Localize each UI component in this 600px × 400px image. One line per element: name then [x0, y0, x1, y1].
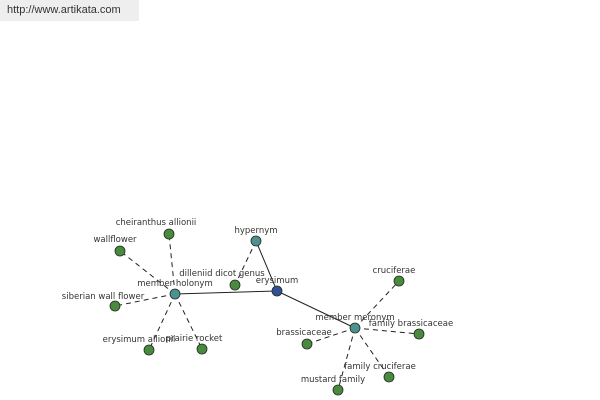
site-url-link[interactable]: http://www.artikata.com [0, 0, 139, 21]
label-member-meronym: member meronym [315, 313, 394, 323]
edge-member-holonym-wallflower [119, 250, 176, 295]
node-mustard-family[interactable] [332, 384, 344, 396]
label-cheiranthus-allionii: cheiranthus allionii [116, 218, 197, 228]
node-erysimum-allionii[interactable] [143, 344, 155, 356]
edge-member-holonym-erysimum-allionii [148, 293, 176, 351]
edge-member-meronym-family-brassicaceae [354, 327, 420, 335]
label-family-cruciferae: family cruciferae [344, 362, 416, 372]
graph-nodes [109, 228, 425, 396]
node-family-cruciferae[interactable] [383, 371, 395, 383]
node-member-holonym[interactable] [169, 288, 181, 300]
node-siberian-wall-flower[interactable] [109, 300, 121, 312]
label-siberian-wall-flower: siberian wall flower [62, 292, 145, 302]
node-cheiranthus-allionii[interactable] [163, 228, 175, 240]
node-member-meronym[interactable] [349, 322, 361, 334]
node-prairie-rocket[interactable] [196, 343, 208, 355]
edge-erysimum-hypernym [255, 240, 278, 292]
label-member-holonym: member holonym [137, 279, 212, 289]
edge-member-holonym-prairie-rocket [174, 293, 203, 350]
node-brassicaceae[interactable] [301, 338, 313, 350]
label-wallflower: wallflower [93, 235, 137, 245]
label-hypernym: hypernym [234, 226, 277, 236]
edge-hypernym-dilleniid-dicot-genus [234, 240, 257, 286]
label-brassicaceae: brassicaceae [276, 328, 332, 338]
label-family-brassicaceae: family brassicaceae [369, 319, 453, 329]
edge-member-meronym-family-cruciferae [354, 327, 390, 378]
label-dilleniid-dicot-genus: dilleniid dicot genus [179, 269, 265, 279]
edge-erysimum-member-meronym [276, 290, 356, 329]
edge-member-meronym-cruciferae [354, 280, 400, 329]
node-wallflower[interactable] [114, 245, 126, 257]
edge-member-holonym-cheiranthus-allionii [168, 233, 176, 295]
node-dilleniid-dicot-genus[interactable] [229, 279, 241, 291]
edge-member-meronym-mustard-family [337, 327, 356, 391]
node-cruciferae[interactable] [393, 275, 405, 287]
label-cruciferae: cruciferae [373, 266, 416, 276]
label-erysimum-allionii: erysimum allionii [103, 335, 176, 345]
label-mustard-family: mustard family [301, 375, 365, 385]
edge-erysimum-member-holonym [174, 290, 278, 295]
node-family-brassicaceae[interactable] [413, 328, 425, 340]
label-erysimum: erysimum [256, 276, 299, 286]
node-erysimum[interactable] [271, 285, 283, 297]
graph-edges [114, 233, 420, 391]
node-hypernym[interactable] [250, 235, 262, 247]
edge-member-holonym-siberian-wall-flower [114, 293, 176, 307]
graph-labels: dilleniid dicot genus cheiranthus allioni… [62, 218, 453, 385]
label-prairie-rocket: prairie rocket [166, 334, 223, 344]
